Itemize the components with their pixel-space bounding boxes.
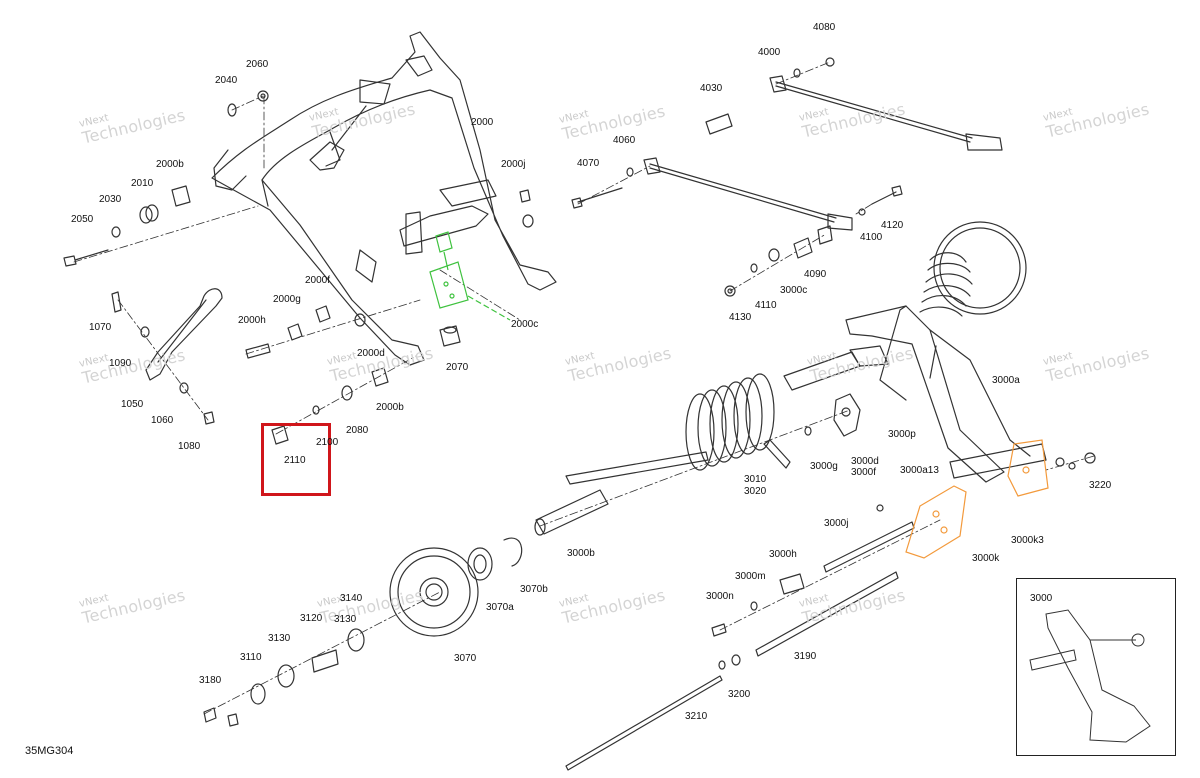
part-label[interactable]: 3070b	[520, 584, 548, 595]
part-label[interactable]: 3000a	[992, 375, 1020, 386]
frame-2000	[211, 31, 557, 366]
part-label[interactable]: 3110	[240, 652, 262, 663]
part-label[interactable]: 3000j	[824, 518, 849, 529]
part-label[interactable]: 3210	[685, 711, 708, 722]
part-label[interactable]: 3070	[454, 653, 477, 664]
spring-3010	[565, 373, 791, 485]
part-label[interactable]: 2000b	[156, 159, 184, 170]
part-label[interactable]: 2000g	[273, 294, 301, 305]
part-3000k-orange	[905, 439, 1049, 559]
inset-sketch-3000	[1029, 609, 1151, 743]
part-label[interactable]: 4130	[729, 312, 752, 323]
part-label[interactable]: 4070	[577, 158, 600, 169]
part-label[interactable]: 1090	[109, 358, 132, 369]
drawing-code: 35MG304	[25, 745, 74, 757]
part-label[interactable]: 3120	[300, 613, 323, 624]
part-label[interactable]: 3130	[268, 633, 291, 644]
part-label[interactable]: 3000f	[851, 467, 877, 478]
part-label[interactable]: 3140	[340, 593, 363, 604]
link-arm-1050	[111, 288, 223, 425]
part-label[interactable]: 3000d	[851, 456, 879, 467]
inset-frame	[1016, 578, 1176, 756]
part-label[interactable]: 2030	[99, 194, 122, 205]
part-label[interactable]: 3000c	[780, 285, 808, 296]
part-label[interactable]: 3010	[744, 474, 767, 485]
part-label[interactable]: 2010	[131, 178, 154, 189]
rods-4000	[571, 57, 1003, 297]
part-label[interactable]: 2000d	[357, 348, 385, 359]
part-label[interactable]: 2000c	[511, 319, 539, 330]
part-label[interactable]: 3000n	[706, 591, 734, 602]
part-2000c-green	[429, 231, 511, 321]
part-label[interactable]: 1080	[178, 441, 201, 452]
part-label[interactable]: 3070a	[486, 602, 514, 613]
part-label[interactable]: 2000	[471, 117, 494, 128]
part-label[interactable]: 3000m	[735, 571, 766, 582]
part-label[interactable]: 1070	[89, 322, 112, 333]
part-label[interactable]: 2000j	[501, 159, 526, 170]
part-label[interactable]: 3200	[728, 689, 751, 700]
part-label[interactable]: 4100	[860, 232, 883, 243]
part-label[interactable]: 4030	[700, 83, 723, 94]
part-label[interactable]: 2040	[215, 75, 238, 86]
part-label[interactable]: 4000	[758, 47, 781, 58]
part-label[interactable]: 3130	[334, 614, 357, 625]
part-label[interactable]: 2100	[316, 437, 339, 448]
rear-arm-3000a	[783, 221, 1096, 483]
part-label[interactable]: 2000b	[376, 402, 404, 413]
part-label[interactable]: 2080	[346, 425, 369, 436]
axles-3000	[534, 426, 915, 771]
part-label[interactable]: 3190	[794, 651, 817, 662]
explode-lines	[73, 61, 1095, 715]
part-label[interactable]: 2070	[446, 362, 469, 373]
part-label[interactable]: 2060	[246, 59, 269, 70]
part-label[interactable]: 2000f	[305, 275, 331, 286]
part-label[interactable]: 3000p	[888, 429, 916, 440]
part-label[interactable]: 3000b	[567, 548, 595, 559]
part-label[interactable]: 3000g	[810, 461, 838, 472]
highlight-box-2110	[261, 423, 331, 496]
part-label[interactable]: 3000	[1030, 593, 1053, 604]
part-label[interactable]: 2050	[71, 214, 94, 225]
part-label[interactable]: 4060	[613, 135, 636, 146]
part-label[interactable]: 3000a13	[900, 465, 939, 476]
part-label[interactable]: 1050	[121, 399, 144, 410]
part-label[interactable]: 4080	[813, 22, 836, 33]
part-label[interactable]: 2110	[284, 455, 306, 466]
part-label[interactable]: 3180	[199, 675, 222, 686]
part-label[interactable]: 1060	[151, 415, 174, 426]
hardware-2000-left	[63, 90, 269, 267]
part-label[interactable]: 3000k	[972, 553, 1000, 564]
part-label[interactable]: 3000k3	[1011, 535, 1044, 546]
part-label[interactable]: 3220	[1089, 480, 1112, 491]
part-label[interactable]: 3000h	[769, 549, 797, 560]
part-label[interactable]: 4090	[804, 269, 827, 280]
part-label[interactable]: 4120	[881, 220, 904, 231]
part-label[interactable]: 3020	[744, 486, 767, 497]
part-label[interactable]: 2000h	[238, 315, 266, 326]
part-label[interactable]: 4110	[755, 300, 777, 311]
